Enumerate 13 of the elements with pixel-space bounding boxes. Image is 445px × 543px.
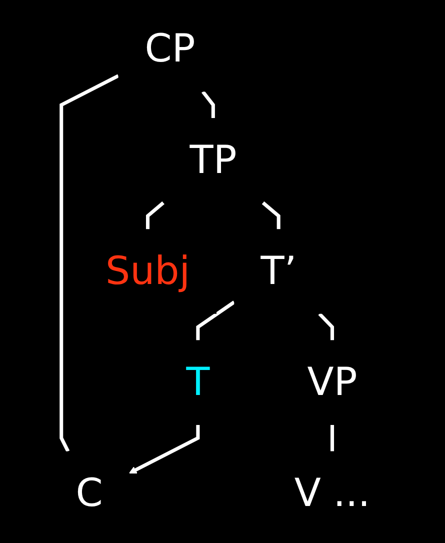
node-text: C — [75, 470, 102, 516]
connector — [196, 300, 235, 340]
connector — [261, 201, 280, 230]
node-text: V ... — [294, 470, 370, 516]
node-text: Subj — [104, 248, 190, 294]
arrow — [128, 424, 200, 474]
connector — [318, 312, 334, 340]
connector — [330, 424, 334, 452]
connector — [59, 74, 119, 452]
connector — [201, 90, 214, 118]
connector — [146, 201, 164, 230]
node-text: CP — [144, 26, 195, 72]
node-text: VP — [306, 360, 357, 405]
